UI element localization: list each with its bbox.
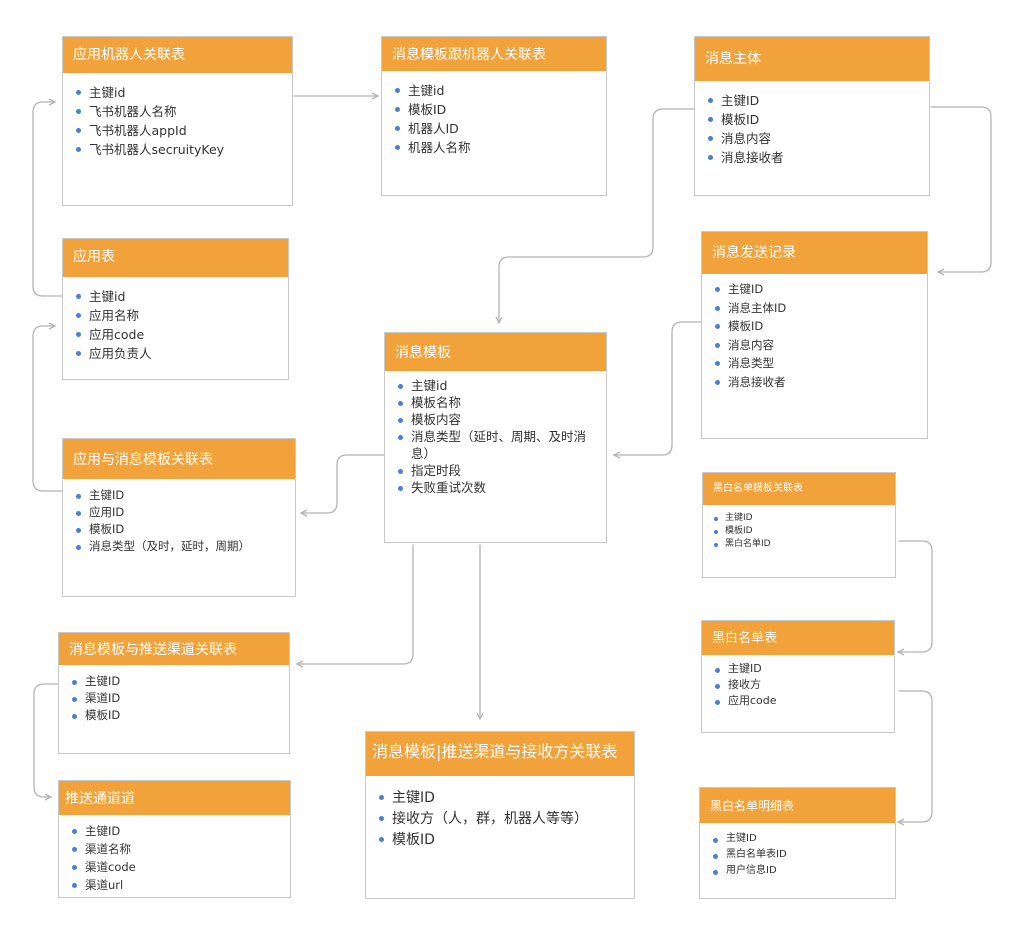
- table-title: 消息模板|推送渠道与接收方关联表: [366, 732, 634, 776]
- field-item: 机器人ID: [395, 119, 606, 138]
- field-list: 主键id 应用名称 应用code 应用负责人: [63, 277, 288, 363]
- field-item: 消息类型（及时，延时，周期）: [76, 538, 295, 555]
- field-list: 主键ID 应用ID 模板ID 消息类型（及时，延时，周期）: [63, 479, 295, 555]
- field-item: 黑白名单表ID: [713, 847, 895, 863]
- field-list: 主键ID 接收方（人，群，机器人等等） 模板ID: [366, 776, 634, 851]
- field-list: 主键id 模板ID 机器人ID 机器人名称: [382, 71, 606, 157]
- field-item: 模板内容: [398, 411, 606, 428]
- field-item: 消息类型: [715, 354, 927, 373]
- table-blacklist-detail: 黑白名单明细表 主键ID 黑白名单表ID 用户信息ID: [699, 787, 896, 899]
- table-title: 消息主体: [695, 37, 929, 81]
- table-template-channel-receiver: 消息模板|推送渠道与接收方关联表 主键ID 接收方（人，群，机器人等等） 模板I…: [365, 731, 635, 899]
- connector-template-to-app-template: [301, 454, 385, 513]
- field-list: 主键ID 消息主体ID 模板ID 消息内容 消息类型 消息接收者: [702, 274, 927, 391]
- field-item: 主键ID: [72, 673, 289, 690]
- table-blacklist: 黑白名单表 主键ID 接收方 应用code: [701, 620, 895, 733]
- field-item: 接收方: [715, 677, 894, 693]
- field-item: 主键ID: [379, 788, 634, 809]
- field-item: 主键id: [76, 83, 292, 102]
- field-list: 主键ID 接收方 应用code: [702, 655, 894, 709]
- table-title: 黑白名单模板关联表: [703, 473, 895, 505]
- field-item: 渠道code: [72, 858, 290, 876]
- table-title: 应用与消息模板关联表: [63, 439, 295, 479]
- table-app-template: 应用与消息模板关联表 主键ID 应用ID 模板ID 消息类型（及时，延时，周期）: [62, 438, 296, 597]
- field-list: 主键ID 渠道ID 模板ID: [59, 665, 289, 724]
- field-item: 飞书机器人appId: [76, 121, 292, 140]
- field-item: 消息类型（延时、周期、及时消息）: [398, 428, 606, 462]
- field-item: 主键ID: [714, 512, 895, 525]
- field-item: 应用ID: [76, 504, 295, 521]
- table-channel: 推送通道道 主键ID 渠道名称 渠道code 渠道url: [58, 780, 291, 898]
- field-item: 渠道ID: [72, 690, 289, 707]
- field-list: 主键id 模板名称 模板内容 消息类型（延时、周期、及时消息） 指定时段 失败重…: [385, 371, 606, 496]
- table-send-record: 消息发送记录 主键ID 消息主体ID 模板ID 消息内容 消息类型 消息接收者: [701, 231, 928, 439]
- table-title: 黑白名单明细表: [700, 788, 895, 823]
- field-item: 模板ID: [708, 110, 929, 129]
- field-item: 主键ID: [715, 661, 894, 677]
- field-item: 应用负责人: [76, 344, 288, 363]
- field-item: 主键id: [76, 287, 288, 306]
- connector-template-channel-to-channel: [33, 683, 59, 797]
- field-list: 主键ID 渠道名称 渠道code 渠道url: [59, 815, 290, 894]
- connector-blacklist-template-to-blacklist: [898, 540, 933, 652]
- field-item: 消息接收者: [708, 148, 929, 167]
- field-item: 模板ID: [76, 521, 295, 538]
- field-item: 渠道名称: [72, 840, 290, 858]
- field-item: 模板ID: [395, 100, 606, 119]
- table-title: 消息发送记录: [702, 232, 927, 274]
- field-item: 主键ID: [708, 91, 929, 110]
- field-item: 主键ID: [76, 487, 295, 504]
- field-item: 用户信息ID: [713, 863, 895, 879]
- table-app-robot: 应用机器人关联表 主键id 飞书机器人名称 飞书机器人appId 飞书机器人se…: [62, 36, 293, 206]
- field-list: 主键id 飞书机器人名称 飞书机器人appId 飞书机器人secruityKey: [63, 73, 292, 159]
- field-item: 应用code: [715, 693, 894, 709]
- table-template-robot: 消息模板跟机器人关联表 主键id 模板ID 机器人ID 机器人名称: [381, 36, 607, 196]
- field-item: 渠道url: [72, 876, 290, 894]
- field-item: 黑白名单ID: [714, 538, 895, 551]
- field-item: 主键id: [395, 81, 606, 100]
- field-item: 消息内容: [715, 336, 927, 355]
- field-item: 指定时段: [398, 462, 606, 479]
- connector-send-record-to-template: [614, 321, 702, 455]
- table-app: 应用表 主键id 应用名称 应用code 应用负责人: [62, 238, 289, 380]
- connector-message-body-to-send-record: [930, 106, 992, 272]
- field-list: 主键ID 模板ID 黑白名单ID: [703, 505, 895, 551]
- table-blacklist-template: 黑白名单模板关联表 主键ID 模板ID 黑白名单ID: [702, 472, 896, 578]
- field-item: 消息主体ID: [715, 299, 927, 318]
- field-item: 机器人名称: [395, 138, 606, 157]
- field-list: 主键ID 黑白名单表ID 用户信息ID: [700, 823, 895, 879]
- table-template-channel: 消息模板与推送渠道关联表 主键ID 渠道ID 模板ID: [58, 632, 290, 754]
- connector-blacklist-to-blacklist-detail: [898, 690, 933, 822]
- field-item: 主键ID: [713, 831, 895, 847]
- table-title: 黑白名单表: [702, 621, 894, 655]
- field-item: 模板ID: [72, 707, 289, 724]
- field-item: 消息内容: [708, 129, 929, 148]
- field-item: 接收方（人，群，机器人等等）: [379, 809, 634, 830]
- field-item: 模板名称: [398, 394, 606, 411]
- connector-app-template-to-app: [32, 326, 63, 492]
- table-title: 消息模板跟机器人关联表: [382, 37, 606, 71]
- field-item: 模板ID: [715, 317, 927, 336]
- table-title: 消息模板与推送渠道关联表: [59, 633, 289, 665]
- table-title: 应用机器人关联表: [63, 37, 292, 73]
- table-title: 推送通道道: [59, 781, 290, 815]
- field-item: 飞书机器人secruityKey: [76, 140, 292, 159]
- field-item: 消息接收者: [715, 373, 927, 392]
- field-item: 主键ID: [72, 822, 290, 840]
- connector-template-to-template-channel: [297, 544, 414, 664]
- field-item: 飞书机器人名称: [76, 102, 292, 121]
- connector-app-to-app-robot: [32, 102, 63, 297]
- field-item: 模板ID: [379, 830, 634, 851]
- field-item: 模板ID: [714, 525, 895, 538]
- table-message-body: 消息主体 主键ID 模板ID 消息内容 消息接收者: [694, 36, 930, 196]
- field-item: 失败重试次数: [398, 479, 606, 496]
- table-title: 消息模板: [385, 333, 606, 371]
- table-template: 消息模板 主键id 模板名称 模板内容 消息类型（延时、周期、及时消息） 指定时…: [384, 332, 607, 543]
- field-item: 应用名称: [76, 306, 288, 325]
- field-item: 主键id: [398, 377, 606, 394]
- table-title: 应用表: [63, 239, 288, 277]
- field-item: 主键ID: [715, 280, 927, 299]
- field-item: 应用code: [76, 325, 288, 344]
- field-list: 主键ID 模板ID 消息内容 消息接收者: [695, 81, 929, 167]
